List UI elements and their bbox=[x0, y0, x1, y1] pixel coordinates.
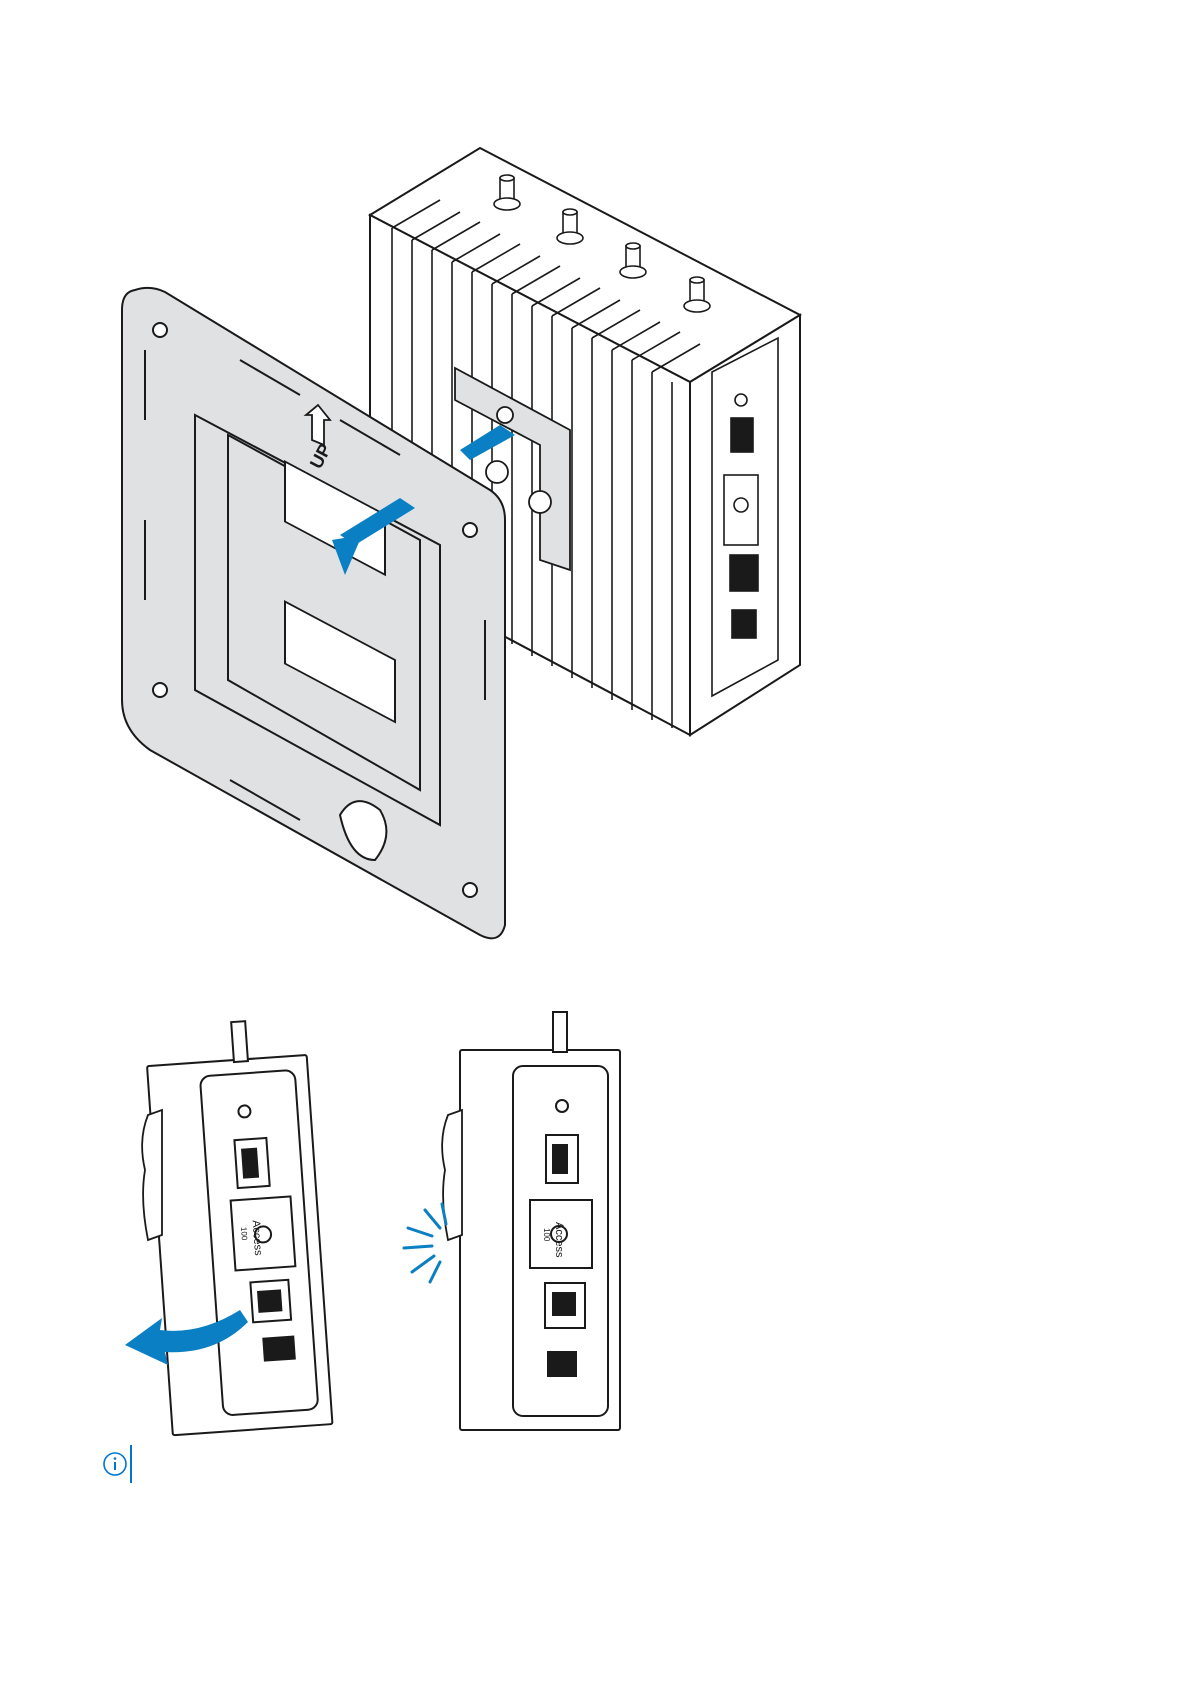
right-access-label: Access bbox=[553, 1222, 565, 1258]
din-clip-left bbox=[142, 1110, 162, 1240]
antenna-left bbox=[231, 1021, 248, 1062]
right-small-label: 100 bbox=[542, 1228, 551, 1242]
antenna-right bbox=[553, 1012, 567, 1052]
note bbox=[102, 1445, 402, 1485]
io-panel bbox=[712, 338, 778, 696]
left-access-label: Access bbox=[250, 1220, 264, 1257]
note-divider bbox=[130, 1445, 132, 1483]
click-burst-icon bbox=[404, 1204, 446, 1282]
info-icon bbox=[102, 1451, 128, 1477]
upright-device bbox=[460, 1012, 620, 1430]
tilted-device bbox=[144, 1017, 332, 1435]
left-small-label: 100 bbox=[239, 1227, 249, 1241]
mounting-bracket-illustration: UP bbox=[0, 0, 1191, 960]
din-rail-removal-illustration: Access 100 Access 100 bbox=[0, 1000, 1191, 1440]
